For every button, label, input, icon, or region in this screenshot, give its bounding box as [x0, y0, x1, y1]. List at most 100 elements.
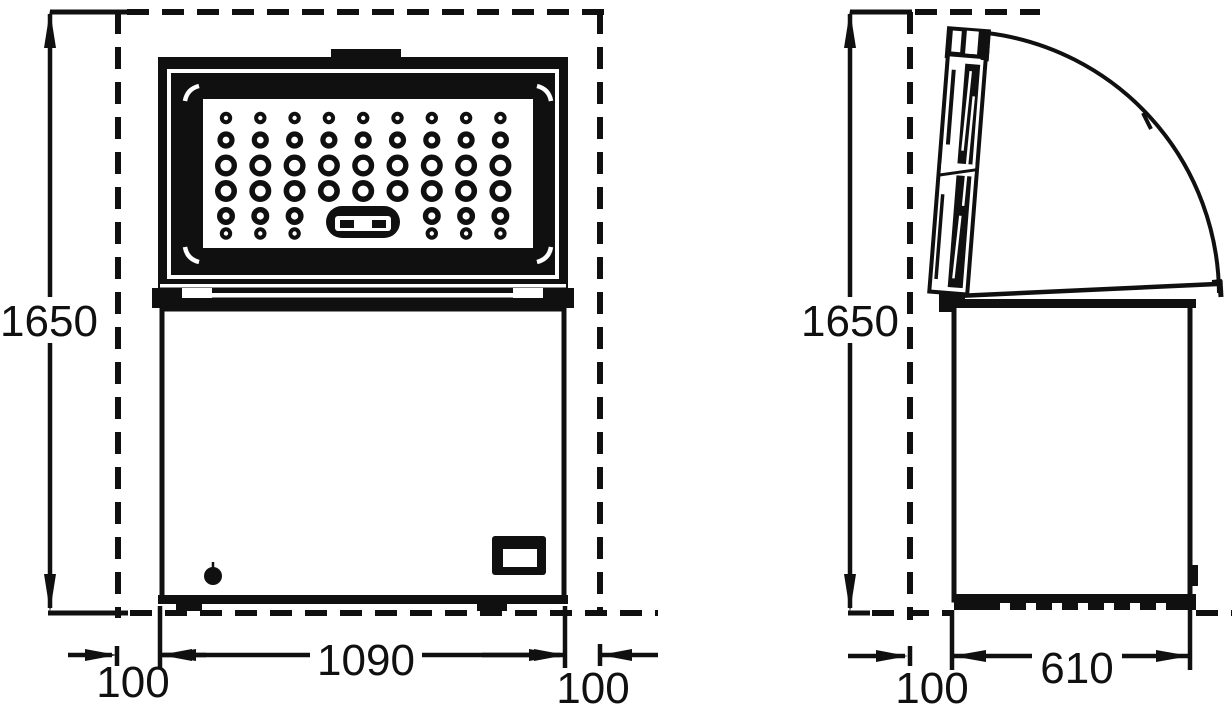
lid-vent-hole: [391, 111, 404, 125]
front-height-dimension-label: 1650: [0, 297, 98, 346]
right-clearance-arrow-icon: [600, 649, 632, 661]
lid-vent-hole: [285, 206, 304, 225]
lid-vent-hole: [352, 154, 375, 177]
side-base-grille-notches: [1000, 603, 1166, 611]
lid-vent-hole: [249, 154, 272, 177]
lid-vent-hole: [249, 180, 272, 203]
side-height-arrow-up-icon: [844, 10, 856, 48]
lid-vent-hole: [425, 227, 438, 240]
front-clearance-boundary-dashed: [115, 9, 658, 618]
lid-swing-arc-tick: [1141, 112, 1153, 130]
label-backer: [0, 297, 99, 343]
lid-vent-hole: [286, 131, 304, 149]
grille-notch: [1000, 603, 1010, 611]
lid-vent-hole: [251, 131, 269, 149]
lid-corner-tick-icon: [536, 83, 554, 102]
lid-vent-hole: [388, 131, 407, 149]
lid-vent-hole: [254, 111, 267, 125]
side-body-tick: [1189, 565, 1198, 586]
lid-vent-hole: [283, 180, 306, 203]
lid-vent-hole: [423, 131, 441, 149]
depth-arrow-right-icon: [1156, 650, 1190, 662]
side-lid-cap-slot: [951, 30, 962, 53]
front-open-lid: [158, 49, 568, 289]
front-right-clearance-label: 100: [556, 664, 629, 712]
left-clearance-arrow-icon: [85, 649, 117, 661]
rear-clearance-arrow-icon: [876, 650, 908, 662]
lid-vent-hole: [254, 227, 267, 240]
lid-inset-line: [167, 69, 559, 279]
side-body-top-bar: [945, 299, 1196, 308]
compressor-plate-window: [503, 549, 537, 567]
lid-vent-hole: [320, 131, 338, 149]
lid-vent-hole: [217, 131, 235, 149]
lid-vent-hole: [459, 227, 473, 240]
lid-vent-hole-grid: [214, 111, 512, 240]
lid-vent-hole: [491, 131, 509, 149]
lid-vent-hole: [489, 154, 512, 177]
compressor-plate: [492, 536, 546, 575]
lid-vent-hole: [489, 180, 512, 203]
lid-vent-hole: [215, 180, 238, 203]
side-open-lid: [927, 26, 992, 297]
lid-vent-hole: [214, 154, 237, 177]
side-top-lip-hook: [1217, 279, 1224, 298]
side-lid-streak: [961, 70, 972, 151]
label-backer: [798, 297, 902, 343]
dimension-labels: 1650 1650 1090 100 100 610 100: [0, 297, 1122, 712]
lid-corner-tick-icon: [536, 246, 554, 265]
side-lid-break-line: [939, 168, 977, 177]
cabinet-foot: [477, 602, 507, 611]
lid-vent-hole: [317, 180, 340, 203]
hinge-band-slit: [182, 293, 543, 298]
lid-handle-tab: [372, 220, 386, 228]
lid-vent-hole: [216, 206, 235, 225]
side-rear-clearance-label: 100: [895, 664, 968, 712]
lid-handle-tab: [340, 220, 354, 228]
grille-notch: [1052, 603, 1062, 611]
cabinet-base-strip: [158, 595, 568, 604]
front-width-dimension-label: 1090: [317, 636, 415, 685]
cabinet-foot: [176, 602, 202, 611]
lid-hinge-tab: [331, 49, 401, 58]
side-height-dimension-label: 1650: [801, 297, 899, 346]
front-cabinet-body: [158, 306, 568, 611]
left-clearance-arrow-icon: [160, 649, 192, 661]
lid-vent-hole: [494, 111, 507, 125]
lid-vent-hole: [386, 180, 409, 203]
side-bottom-dimensions: [848, 610, 1193, 670]
lid-vent-hole: [425, 111, 438, 125]
lid-vent-hole: [491, 206, 510, 225]
hinge-band: [152, 288, 574, 308]
side-depth-dimension-label: 610: [1040, 644, 1113, 693]
lid-vent-hole: [459, 111, 473, 125]
side-lid-streak: [961, 96, 975, 207]
front-height-arrow-down-icon: [44, 574, 56, 612]
lid-vent-hole: [455, 154, 478, 177]
lid-vent-hole: [317, 154, 340, 177]
front-height-arrow-up-icon: [44, 10, 56, 48]
lid-vent-hole: [288, 111, 301, 125]
grille-notch: [1156, 603, 1166, 611]
lid-vent-hole: [352, 180, 375, 203]
side-lid-latch: [980, 45, 990, 61]
side-view: [844, 9, 1232, 670]
side-body-outline: [951, 301, 1193, 603]
hinge-notch-left: [182, 288, 212, 298]
label-backer: [1032, 644, 1122, 689]
side-lid-streak: [952, 215, 962, 279]
lid-vent-hole: [283, 154, 306, 177]
lid-vent-hole: [422, 206, 441, 225]
lid-corner-tick-icon: [182, 246, 200, 265]
lid-swing-arc-path: [986, 31, 1221, 294]
front-view: [44, 9, 658, 668]
drain-plug: [204, 567, 222, 585]
lid-vent-hole: [219, 111, 233, 125]
grille-notch: [1078, 603, 1088, 611]
hinge-band-gap: [160, 284, 566, 288]
lid-vent-hole: [457, 131, 475, 149]
depth-arrow-left-icon: [952, 650, 986, 662]
right-clearance-arrow-icon: [534, 649, 566, 661]
